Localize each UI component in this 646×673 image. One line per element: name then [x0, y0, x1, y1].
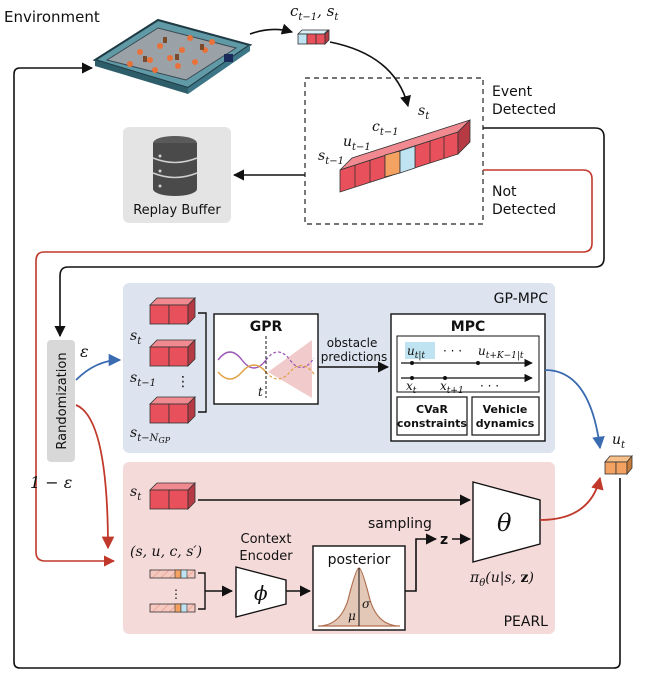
state-cube-t — [149, 297, 196, 325]
event-stm1-label: st−1 — [318, 148, 344, 167]
mpc-input-node-2 — [476, 361, 480, 365]
obs-to-event-arrow — [329, 41, 411, 108]
pearl-st-label: st — [130, 484, 142, 503]
context-encoder-trapezoid — [235, 566, 287, 618]
pearl-state-cube — [149, 482, 196, 510]
context-strip-2 — [149, 603, 196, 613]
event-detected-line2: Detected — [492, 102, 556, 118]
gp-stm1-label: st−1 — [130, 370, 156, 389]
sampling-label: sampling — [368, 516, 432, 532]
mpc-x-tp1: xt+1 — [440, 379, 464, 396]
event-detected-line1: Event — [492, 84, 533, 100]
mpc-u-dots: · · · — [443, 344, 462, 358]
gpr-title: GPR — [250, 319, 283, 335]
obstacle-predictions-label: obstacle predictions — [321, 336, 387, 364]
state-cube-tm1 — [149, 339, 196, 367]
one-minus-epsilon-label: 1 − ε — [30, 473, 72, 492]
policy-to-output-arrow — [539, 476, 604, 521]
policy-network-trapezoid — [472, 481, 541, 563]
robot-vehicle — [224, 54, 233, 62]
mpc-current-input-highlight — [405, 342, 435, 359]
pearl-title: PEARL — [504, 614, 549, 630]
gpr-plot — [217, 336, 315, 398]
observation-cube-strip — [297, 29, 330, 45]
sigma-symbol: σ — [362, 597, 371, 611]
cvar-box — [396, 396, 468, 436]
mpc-x-dots: · · · — [480, 379, 499, 393]
posterior-title: posterior — [328, 552, 391, 568]
outer-feedback-loop — [13, 62, 621, 669]
theta-symbol: θ — [497, 509, 512, 537]
randomization-box — [47, 340, 75, 462]
mpc-u-first: ut|t — [407, 344, 425, 361]
mpc-state-node-1 — [410, 376, 414, 380]
pedestrian-agents — [127, 35, 215, 73]
context-strips: ⋮ — [149, 569, 196, 613]
event-utm1-label: ut−1 — [343, 134, 371, 153]
gp-state-cubes — [149, 297, 196, 424]
gpr-t-label: t — [258, 385, 263, 399]
not-detected-label: Not Detected — [492, 184, 556, 218]
event-detected-line — [54, 127, 605, 338]
red-branch-arrow — [75, 404, 115, 550]
mpc-title: MPC — [451, 319, 485, 335]
not-detected-line — [35, 169, 593, 567]
environment-arena — [92, 18, 253, 94]
database-icon — [152, 136, 198, 196]
mpc-state-node-2 — [443, 376, 447, 380]
mpc-x-t: xt — [406, 379, 417, 396]
gp-st-label: st — [130, 328, 142, 347]
state-cube-tmN — [149, 396, 196, 424]
epsilon-label: ε — [80, 342, 89, 361]
gp-stmN-label: st−NGP — [130, 425, 171, 445]
vehicle-box — [471, 396, 540, 436]
policy-label: πθ(u|s, z) — [469, 570, 534, 589]
blue-branch-arrow — [75, 353, 122, 381]
state-history-stack — [339, 119, 471, 193]
mu-symbol: μ — [348, 609, 356, 623]
gp-vdots: ⋮ — [176, 374, 190, 390]
replay-buffer-label: Replay Buffer — [133, 203, 221, 218]
posterior-sampling-line — [405, 533, 438, 592]
environment-title: Environment — [4, 8, 100, 26]
phi-symbol: ϕ — [254, 581, 268, 605]
event-detected-label: Event Detected — [492, 84, 556, 118]
cubes-bracket — [198, 312, 207, 413]
event-st-label: st — [418, 103, 430, 122]
mpc-to-output-arrow — [544, 369, 605, 450]
event-ctm1-label: ct−1 — [372, 119, 399, 138]
obstacle-pillars — [143, 37, 204, 62]
mpc-u-last: ut+K−1|t — [478, 344, 524, 361]
transition-tuple: (s, u, c, s′) — [130, 544, 202, 560]
context-vdots: ⋮ — [170, 587, 182, 601]
context-strip-1 — [149, 569, 196, 579]
env-to-obs-arrow — [249, 23, 294, 35]
output-u-label: ut — [612, 432, 626, 451]
randomization-label: Randomization — [55, 352, 70, 449]
mpc-input-node-1 — [410, 361, 414, 365]
gpmpc-title: GP-MPC — [494, 291, 549, 307]
output-action-cube — [604, 454, 633, 476]
z-symbol: z — [440, 532, 448, 548]
observation-label: ct−1, st — [290, 2, 339, 23]
